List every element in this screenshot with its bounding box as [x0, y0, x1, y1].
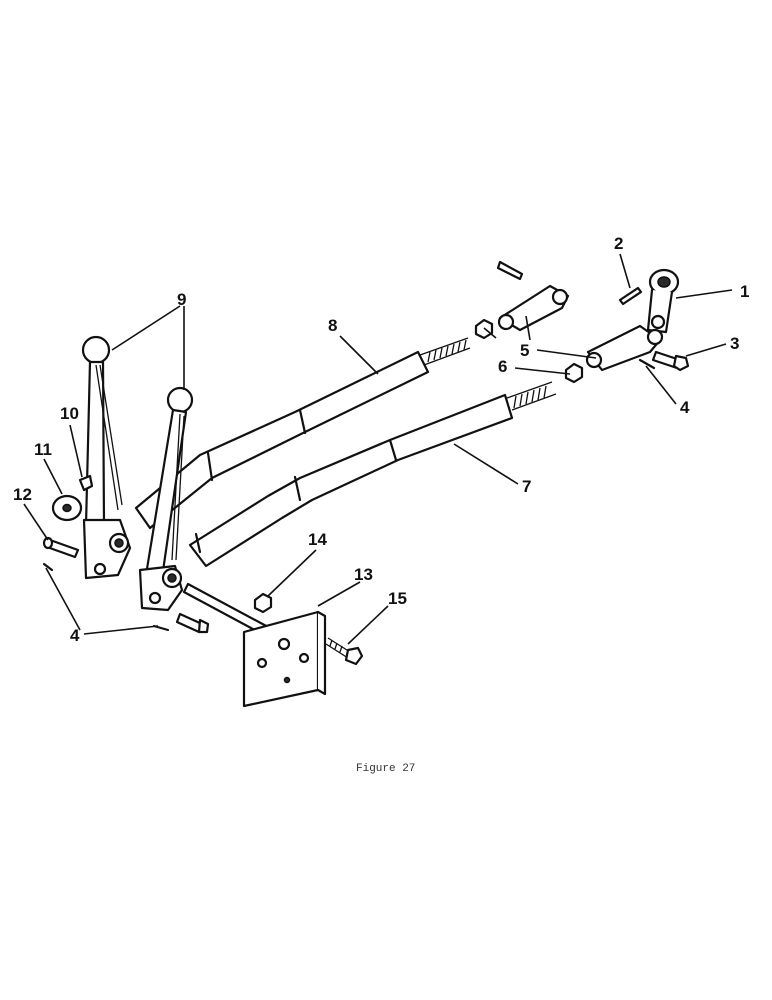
hex-nut	[253, 592, 273, 614]
mounting-plate	[182, 582, 327, 708]
callout-11: 11	[34, 440, 52, 459]
lever-handle-left	[81, 335, 132, 580]
cotter-pin-upper	[638, 358, 656, 370]
cotter-pin-left	[42, 562, 54, 572]
callout-13: 13	[354, 565, 373, 584]
bellcrank-arm	[646, 268, 680, 334]
callout-5-upper: 5	[520, 341, 529, 360]
pin	[618, 286, 643, 306]
lever-pivot-pin	[42, 536, 80, 559]
callout-7: 7	[522, 477, 531, 496]
lever-bolt	[175, 612, 210, 634]
callout-9: 9	[177, 290, 186, 309]
clevis-lower	[585, 324, 664, 372]
callout-12: 12	[13, 485, 32, 504]
callout-2: 2	[614, 234, 623, 253]
callout-4-lower: 4	[70, 626, 80, 645]
cap-screw	[325, 637, 364, 666]
lever-handle-right	[138, 386, 194, 612]
small-pin	[194, 532, 202, 554]
callout-1: 1	[740, 282, 749, 301]
figure-caption: Figure 27	[356, 763, 415, 775]
clevis-bolt	[651, 350, 690, 372]
callout-6: 6	[498, 357, 507, 376]
washer	[51, 494, 83, 522]
clevis-upper	[496, 260, 570, 332]
callout-10: 10	[60, 404, 79, 423]
grease-fitting	[78, 474, 94, 492]
leader-lines	[23, 253, 733, 645]
callout-14: 14	[308, 530, 327, 549]
control-rod-lower	[188, 381, 557, 568]
callout-15: 15	[388, 589, 407, 608]
jam-nut-lower	[564, 362, 584, 384]
callout-4-upper: 4	[680, 398, 690, 417]
callout-3: 3	[730, 334, 739, 353]
callout-8: 8	[328, 316, 337, 335]
